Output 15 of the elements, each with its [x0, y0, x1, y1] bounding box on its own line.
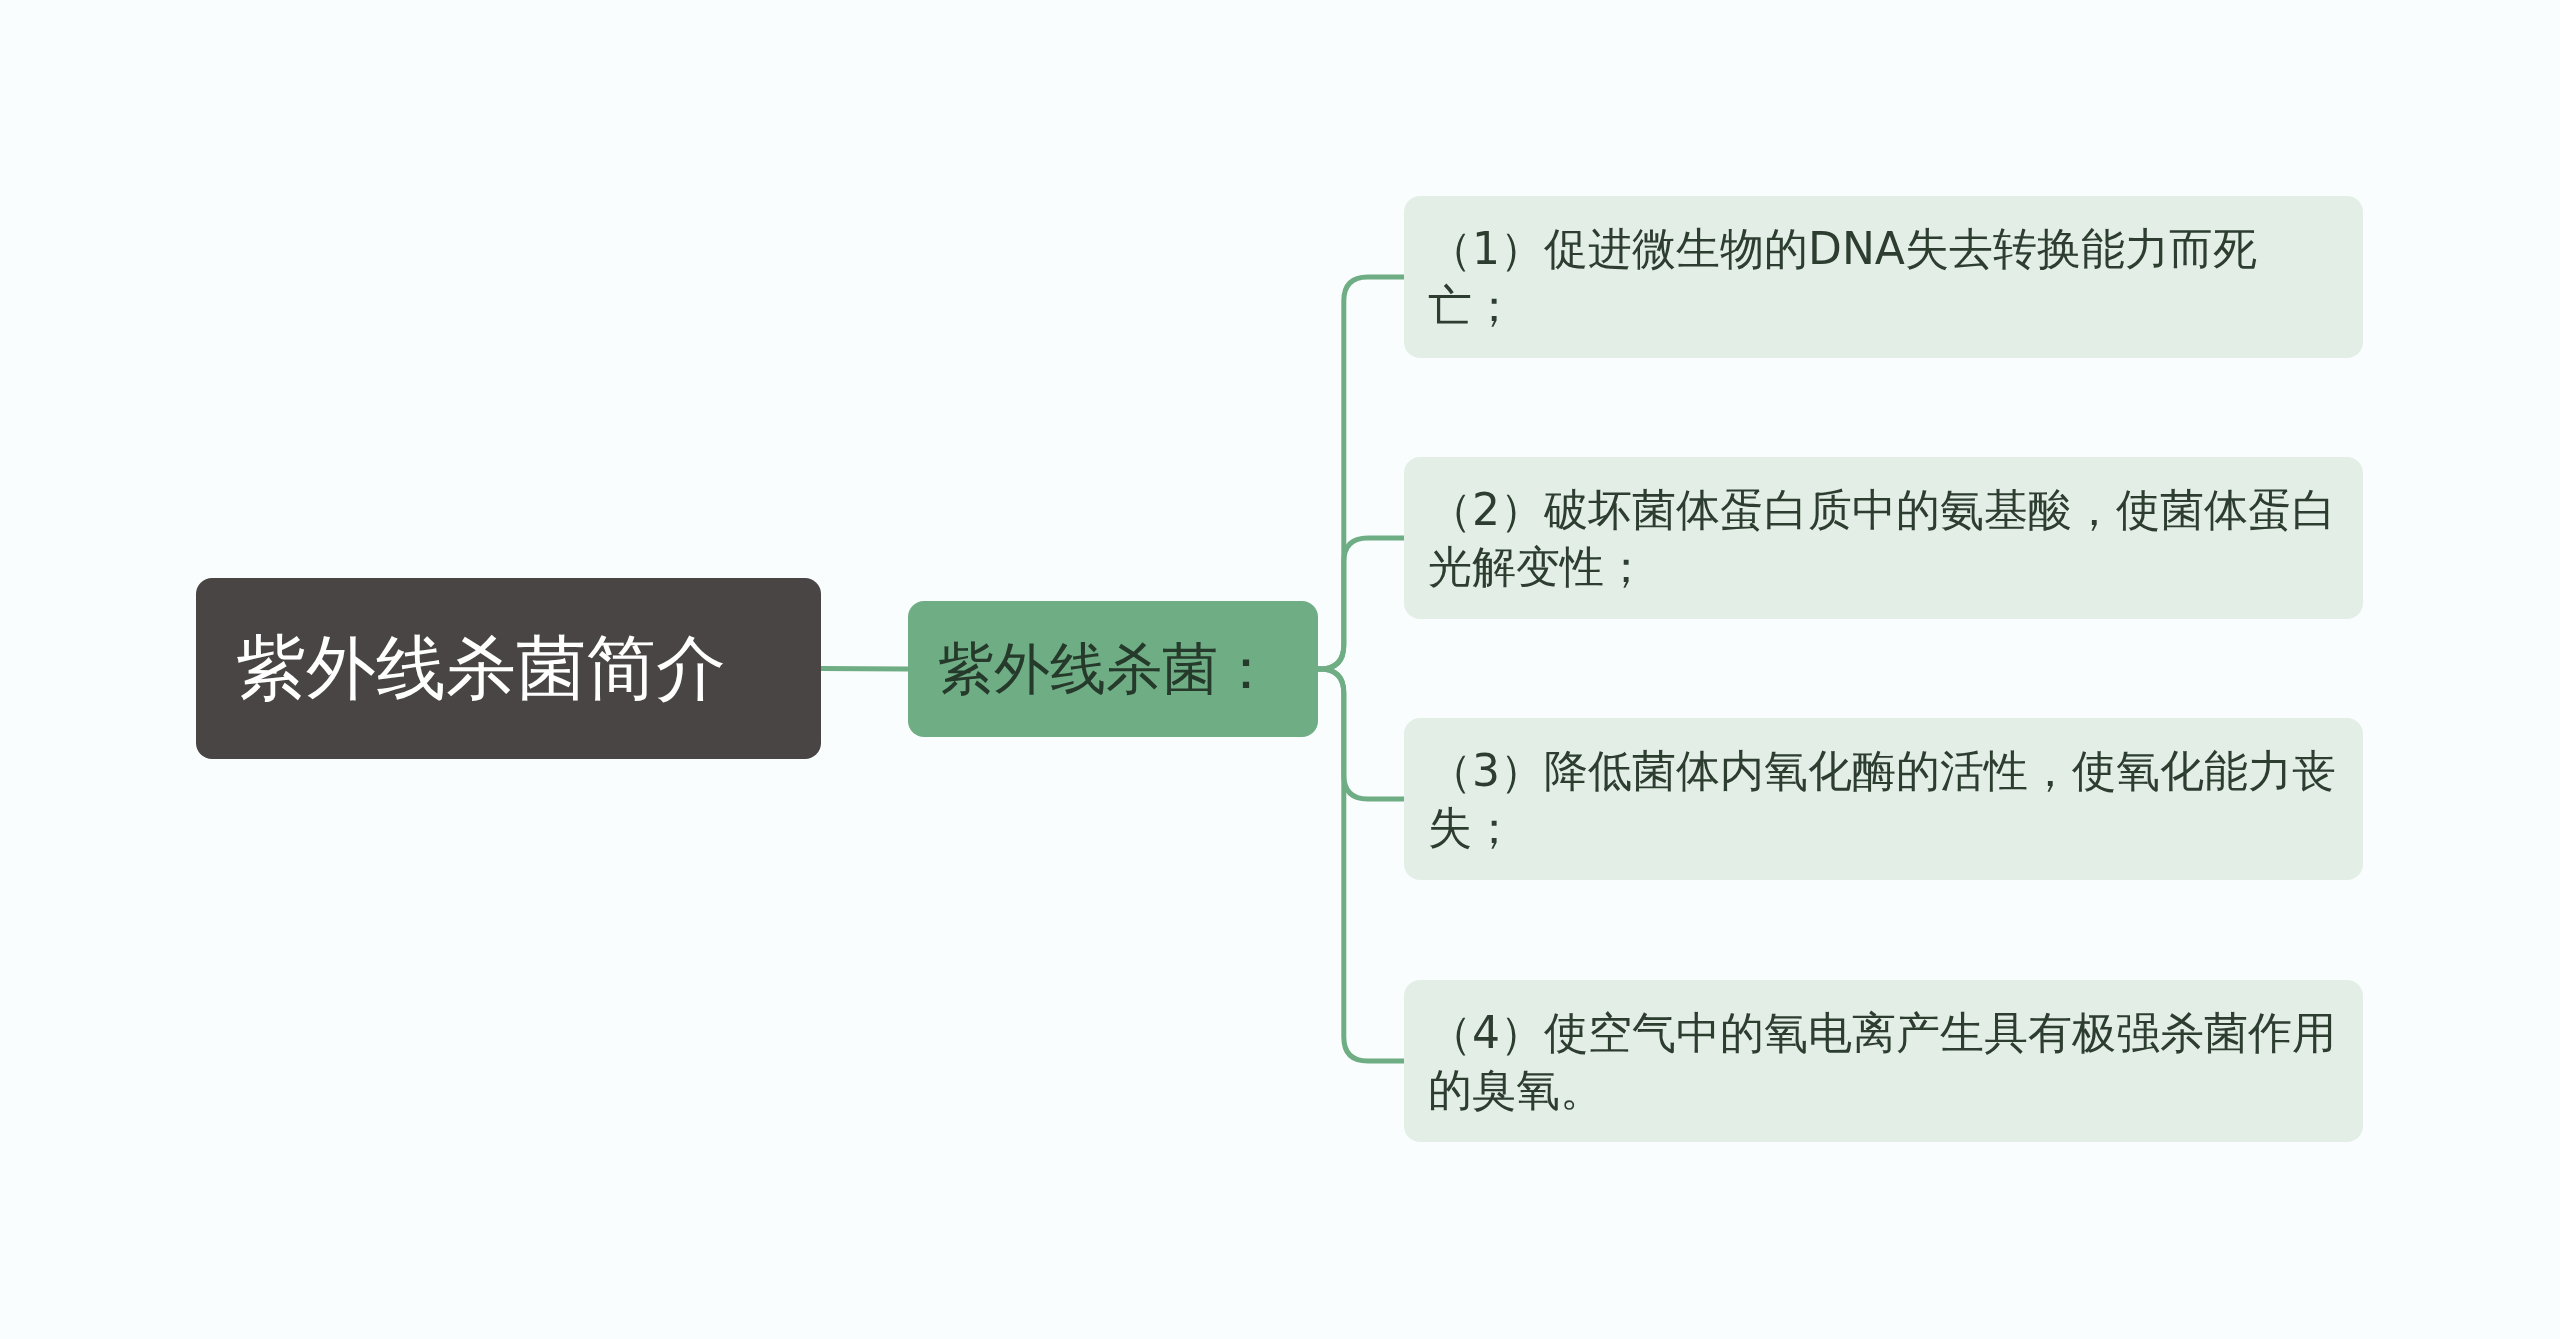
subtopic-box — [1404, 196, 2363, 358]
connector-line — [1317, 666, 1404, 1064]
topic-text: （1）促进微生物的DNA失去转换能力而死亡； — [1428, 221, 2258, 333]
topic-text: （2）破坏菌体蛋白质中的氨基酸，使菌体蛋白光解变性； — [1428, 482, 2337, 594]
connector-line — [1317, 535, 1404, 672]
subtopic-box — [1404, 457, 2363, 619]
connector-line — [821, 666, 908, 672]
subtopic-box — [1404, 718, 2363, 880]
topic-text: 紫外线杀菌： — [938, 634, 1274, 703]
main-topic-box — [908, 601, 1318, 737]
topic-text: （4）使空气中的氧电离产生具有极强杀菌作用的臭氧。 — [1428, 1005, 2337, 1117]
subtopic-box — [1404, 980, 2363, 1142]
root-topic-box — [196, 578, 821, 759]
topic-text: 紫外线杀菌简介 — [236, 626, 726, 711]
topic-text: （3）降低菌体内氧化酶的活性，使氧化能力丧失； — [1428, 743, 2337, 855]
